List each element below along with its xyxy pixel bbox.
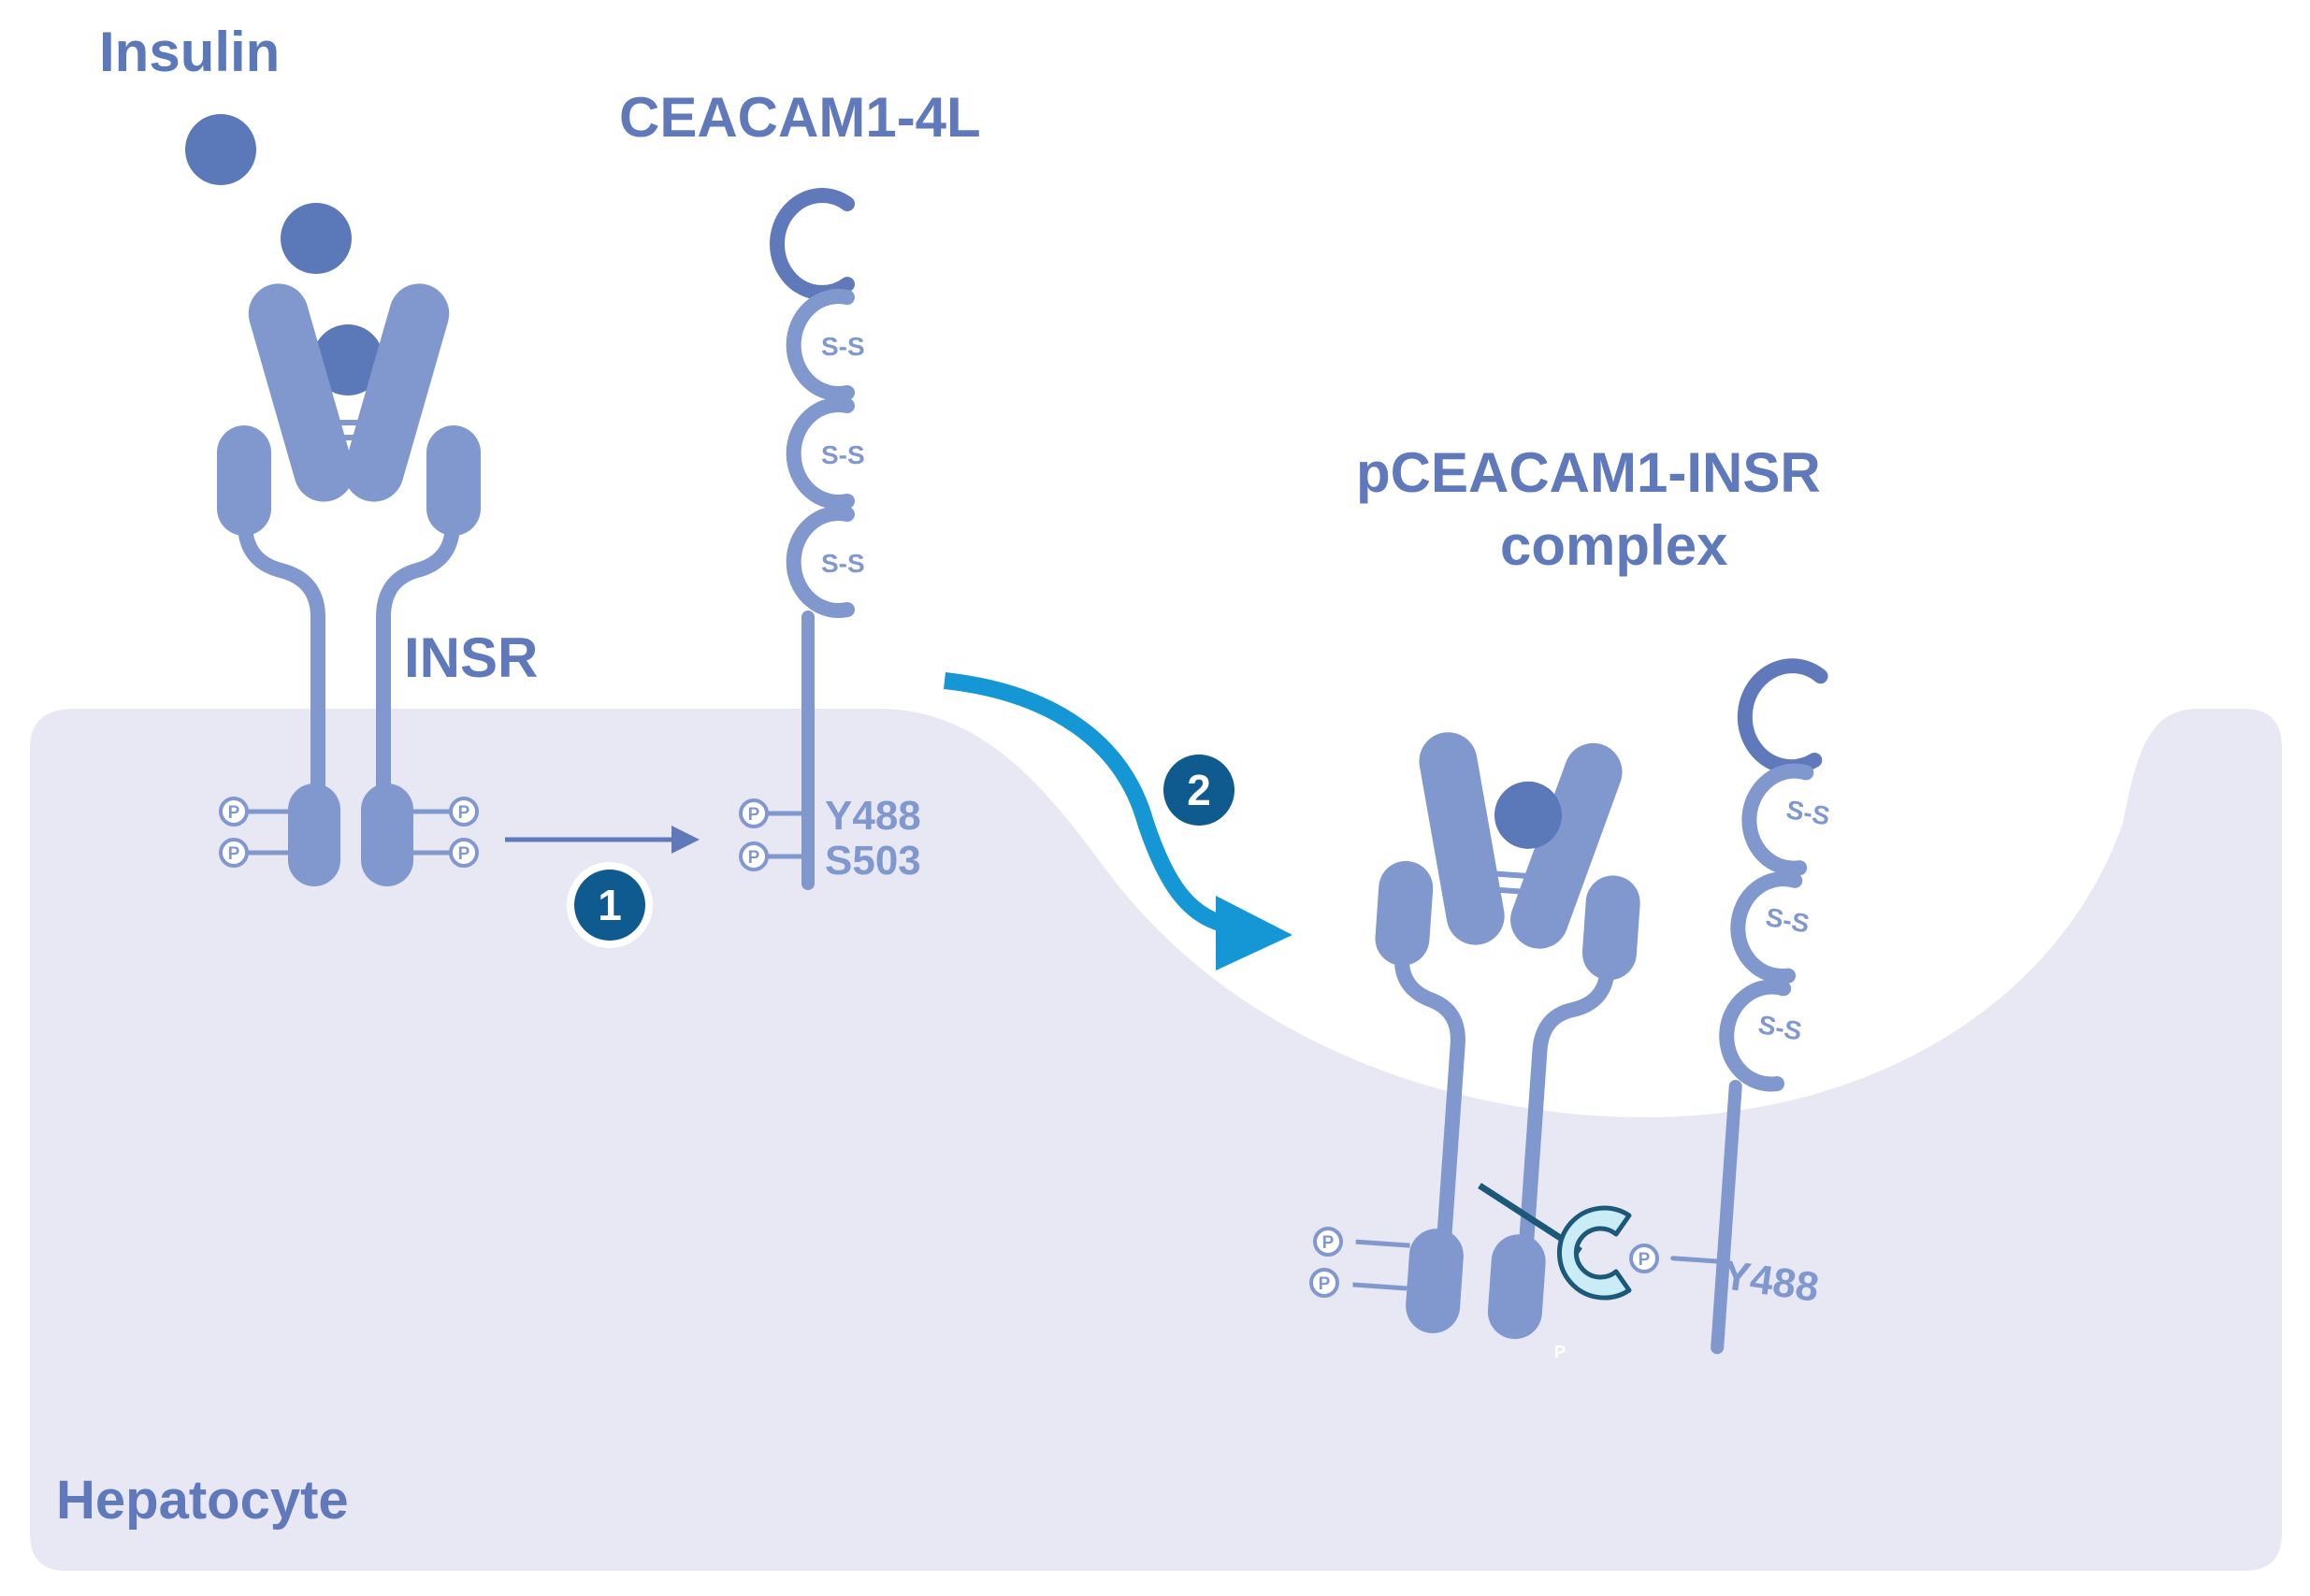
complex-label-line2: complex	[1500, 514, 1727, 577]
phospho-groups-ceacam: P P	[739, 798, 769, 871]
svg-text:S-S: S-S	[821, 549, 865, 578]
svg-text:P: P	[458, 803, 470, 823]
ceacam1-label: CEACAM1-4L	[619, 86, 981, 149]
svg-text:P: P	[748, 848, 760, 868]
insulin-label: Insulin	[99, 21, 280, 83]
step-1-badge: 1	[567, 862, 653, 948]
svg-text:P: P	[1322, 1233, 1335, 1253]
svg-text:P: P	[1554, 1343, 1566, 1361]
svg-text:P: P	[1319, 1274, 1331, 1294]
svg-text:S-S: S-S	[1756, 1010, 1804, 1046]
insulin-molecule-complex	[1494, 781, 1563, 849]
svg-text:P: P	[1639, 1250, 1651, 1270]
svg-text:P: P	[228, 844, 240, 864]
step-2-arrow	[944, 672, 1292, 971]
complex-insr-receptor	[1352, 732, 1640, 1340]
disulfide-labels: S-S S-S S-S	[821, 332, 865, 578]
svg-text:P: P	[228, 803, 240, 823]
residue-y488-label: Y488	[825, 793, 921, 839]
hepatocyte-label: Hepatocyte	[56, 1470, 349, 1531]
svg-text:2: 2	[1187, 766, 1211, 814]
complex-label-line1: pCEACAM1-INSR	[1356, 441, 1821, 504]
svg-text:S-S: S-S	[1764, 902, 1812, 939]
insulin-molecule	[281, 203, 352, 274]
insulin-molecule-bound	[312, 324, 383, 395]
insulin-molecules	[185, 114, 383, 395]
svg-text:S-S: S-S	[821, 440, 865, 469]
svg-text:S-S: S-S	[821, 332, 865, 361]
svg-text:P: P	[748, 805, 760, 825]
phospho-groups-complex-insr: P P P	[1309, 1227, 1566, 1361]
insr-label: INSR	[404, 626, 538, 689]
insulin-molecule	[185, 114, 256, 185]
binding-domain-icon	[1556, 1205, 1632, 1301]
complex-ceacam1-molecule	[1670, 658, 1828, 1355]
svg-text:S-S: S-S	[1784, 795, 1832, 831]
residue-s503-label: S503	[825, 838, 921, 884]
complex-disulfide-labels: S-S S-S S-S	[1756, 795, 1832, 1046]
svg-text:1: 1	[598, 881, 622, 929]
step-2-badge: 2	[1156, 747, 1242, 833]
phospho-group-complex-ceacam: P	[1629, 1244, 1659, 1273]
svg-text:P: P	[458, 844, 470, 864]
phospho-groups-insr: P P P P	[219, 797, 479, 868]
